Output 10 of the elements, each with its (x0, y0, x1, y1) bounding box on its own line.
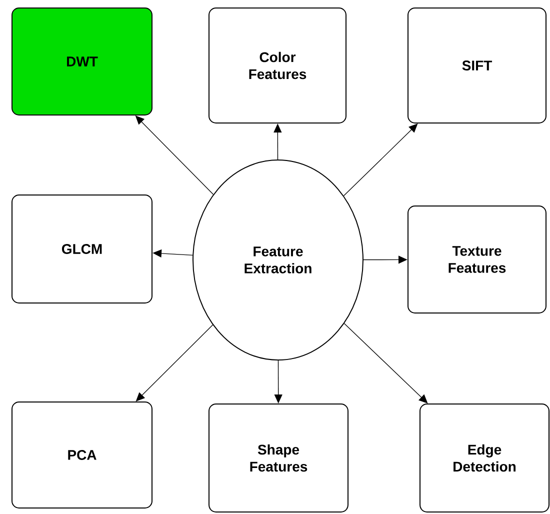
process-box: Texture Features (408, 206, 546, 314)
process-box: PCA (12, 402, 152, 508)
process-box: Color Features (208, 8, 346, 124)
process-box: Shape Features (208, 404, 348, 512)
arrow (343, 124, 418, 196)
process-box: GLCM (12, 194, 152, 304)
process-box: SIFT (408, 8, 546, 124)
arrow (344, 323, 428, 404)
process-box: Edge Detection (420, 404, 550, 512)
process-box: DWT (12, 8, 152, 116)
